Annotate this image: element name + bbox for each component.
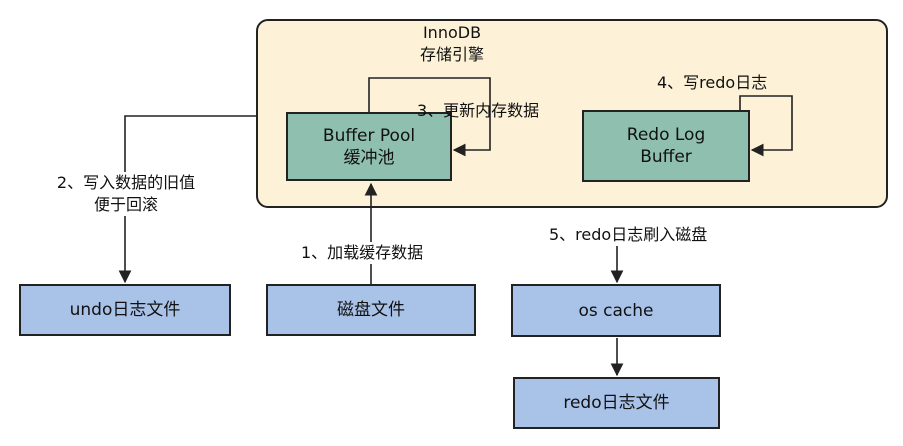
innodb-title: InnoDB 存储引擎: [397, 22, 507, 66]
step1-label: 1、加载缓存数据: [301, 242, 424, 264]
step4-label: 4、写redo日志: [657, 73, 768, 92]
buffer-pool-label-line2: 缓冲池: [343, 147, 395, 168]
arrow-write-undo: [118, 115, 256, 284]
os-cache-label: os cache: [578, 300, 654, 321]
undo-log-file-label: undo日志文件: [69, 300, 181, 320]
redo-log-file-label: redo日志文件: [563, 393, 670, 413]
os-cache-box: os cache: [511, 284, 721, 337]
redo-log-buffer-label-line2: Buffer: [640, 147, 692, 167]
disk-file-label: 磁盘文件: [337, 300, 405, 320]
undo-log-file-box: undo日志文件: [19, 284, 231, 336]
step3-label: 3、更新内存数据: [417, 101, 540, 120]
disk-file-box: 磁盘文件: [266, 284, 476, 336]
arrow-update-memory: [368, 77, 491, 157]
step2-label-line1: 2、写入数据的旧值: [56, 173, 196, 192]
step5-label: 5、redo日志刷入磁盘: [549, 224, 708, 246]
redo-log-file-box: redo日志文件: [513, 377, 720, 429]
innodb-title-line2: 存储引擎: [419, 45, 484, 64]
innodb-title-line1: InnoDB: [422, 23, 482, 42]
buffer-pool-box: Buffer Pool 缓冲池: [286, 112, 452, 181]
arrow-write-redo-log: [739, 95, 793, 157]
redo-log-buffer-label-line1: Redo Log: [626, 125, 706, 145]
buffer-pool-label-line1: Buffer Pool: [322, 125, 416, 146]
redo-log-buffer-box: Redo Log Buffer: [582, 110, 750, 182]
step2-label: 2、写入数据的旧值 便于回滚: [38, 172, 214, 216]
step2-label-line2: 便于回滚: [93, 195, 158, 214]
